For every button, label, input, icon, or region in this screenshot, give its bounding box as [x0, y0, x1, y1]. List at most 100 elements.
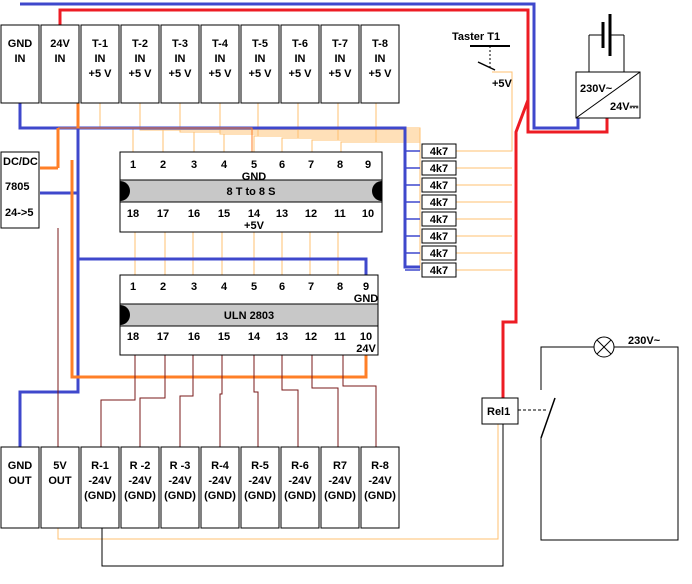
signal-wire-res — [341, 141, 421, 270]
bottom-terminal-label: (GND) — [204, 490, 236, 502]
resistor-body — [421, 228, 457, 244]
bottom-terminal-label: -24V — [208, 475, 232, 487]
signal-wire-in — [179, 103, 195, 152]
ic-pin-label: 14 — [248, 331, 261, 343]
dcdc-line-2: 7805 — [5, 181, 29, 193]
bottom-terminal-label: (GND) — [164, 490, 196, 502]
lamp-label: 230V~ — [628, 335, 661, 347]
output-wire — [219, 355, 223, 447]
bottom-terminal-label: R-5 — [251, 460, 269, 472]
top-terminal-6: T-5IN+5 V — [240, 24, 280, 104]
ic1-name: 8 T to 8 S — [227, 186, 276, 198]
resistor-body — [421, 177, 457, 193]
ic2-name: ULN 2803 — [224, 310, 274, 322]
output-wire — [311, 355, 339, 447]
bottom-terminal-label: -24V — [288, 475, 312, 487]
bottom-terminal-2: R-1-24V(GND) — [80, 446, 120, 529]
top-terminal-3: T-2IN+5 V — [120, 24, 160, 104]
bottom-terminal-5: R-4-24V(GND) — [200, 446, 240, 529]
ic-pin-sub: GND — [354, 293, 379, 305]
bottom-terminal-label: -24V — [368, 475, 392, 487]
ic-pin-label: 17 — [157, 208, 169, 220]
ic-pin-label: 1 — [130, 281, 136, 293]
ic-8t-to-8s: 8 T to 8 S — [119, 151, 383, 233]
top-terminal-label: T-2 — [132, 38, 148, 50]
ic-pin-sub: 24V — [356, 343, 376, 355]
v24-relay — [501, 99, 530, 398]
resistor-body — [421, 245, 457, 261]
psu-input-label: 230V~ — [580, 83, 613, 95]
bottom-terminal-label: (GND) — [84, 490, 116, 502]
ic-pin-label: 18 — [127, 331, 139, 343]
bottom-terminal-label: -24V — [328, 475, 352, 487]
ic-pin-label: 5 — [251, 159, 257, 171]
resistor-label: 4k7 — [430, 163, 448, 175]
top-terminal-label: +5 V — [369, 68, 393, 80]
ic-pin-label: 2 — [160, 159, 166, 171]
bottom-terminal-7: R-6 -24V (GND) — [280, 446, 320, 529]
resistor-body — [421, 143, 457, 159]
top-terminal-label: IN — [95, 53, 106, 65]
bottom-terminal-label: R-6 — [291, 460, 309, 472]
ic-pin-label: 7 — [308, 281, 314, 293]
bottom-terminal-label: -24V — [168, 475, 192, 487]
top-terminal-9: T-8IN+5 V — [360, 24, 400, 104]
taster-label: Taster T1 — [452, 31, 500, 43]
bottom-terminal-8: R7-24V(GND) — [320, 446, 360, 529]
top-terminal-label: +5 V — [209, 68, 233, 80]
resistor-body — [421, 211, 457, 227]
gnd-bus-top — [18, 103, 420, 269]
signal-wire-in — [219, 103, 225, 152]
top-terminal-label: T-8 — [372, 38, 388, 50]
top-terminal-label: IN — [135, 53, 146, 65]
bottom-terminal-label: R -3 — [170, 460, 191, 472]
output-wire — [100, 355, 136, 447]
bottom-terminal-label: GND — [8, 460, 33, 472]
ic-pin-label: 2 — [160, 281, 166, 293]
ic-pin-label: 18 — [127, 208, 139, 220]
top-terminal-label: IN — [335, 53, 346, 65]
top-terminal-label: +5 V — [249, 68, 273, 80]
top-terminal-7: T-6IN+5 V — [280, 24, 320, 104]
ic-pin-label: 1 — [130, 159, 136, 171]
ic-pin-sub: +5V — [244, 220, 265, 232]
taster-t1: Taster T1 +5V — [452, 31, 513, 90]
gnd-out — [18, 259, 80, 447]
ic-pin-sub: GND — [242, 171, 267, 183]
bottom-terminal-label: OUT — [8, 475, 32, 487]
v24-top — [58, 8, 530, 100]
ic1-notch-right — [372, 181, 382, 201]
top-terminal-5: T-4IN+5 V — [200, 24, 240, 104]
dcdc-converter: DC/DC 7805 24->5 — [0, 151, 40, 229]
bottom-terminal-label: R-1 — [91, 460, 109, 472]
top-terminal-label: IN — [255, 53, 266, 65]
resistor-body — [421, 262, 457, 278]
ic-pin-label: 10 — [360, 331, 372, 343]
top-terminal-label: T-6 — [292, 38, 308, 50]
ic-pin-label: 17 — [157, 331, 169, 343]
resistor-label: 4k7 — [430, 248, 448, 260]
ic-pin-label: 8 — [337, 159, 343, 171]
bottom-terminal-3: R -2-24V(GND) — [120, 446, 160, 529]
v5-ic2 — [70, 160, 368, 379]
bottom-terminal-0: GND OUT — [0, 446, 40, 529]
resistor-label: 4k7 — [430, 214, 448, 226]
top-terminal-label: IN — [215, 53, 226, 65]
dcdc-line-1: DC/DC — [3, 156, 38, 168]
gnd-psu — [20, 2, 580, 130]
top-terminal-label: T-1 — [92, 38, 108, 50]
top-terminal-label: +5 V — [329, 68, 353, 80]
bottom-terminal-label: 5V — [53, 460, 67, 472]
bottom-terminal-label: (GND) — [284, 490, 316, 502]
ic-pin-label: 11 — [334, 331, 346, 343]
resistor-label: 4k7 — [430, 265, 448, 277]
ic-pin-label: 9 — [365, 159, 371, 171]
top-terminal-label: IN — [55, 53, 66, 65]
top-terminal-label: +5 V — [169, 68, 193, 80]
ic-pin-label: 14 — [248, 208, 261, 220]
top-terminal-label: T-7 — [332, 38, 348, 50]
